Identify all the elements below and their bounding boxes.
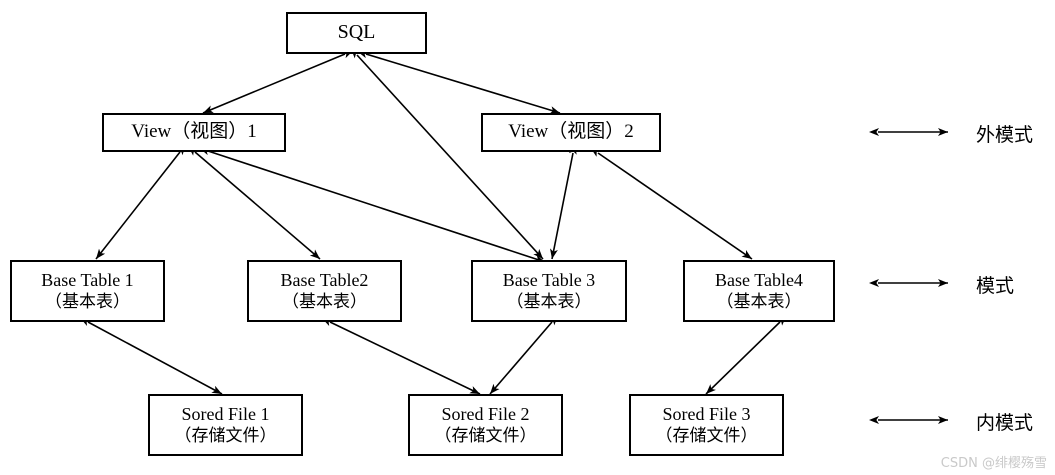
node-base-table-2[interactable]: Base Table2 （基本表） (247, 260, 402, 322)
node-base-table-4-subtitle: （基本表） (716, 291, 802, 312)
node-base-table-1-name: Base Table 1 (41, 270, 134, 291)
node-sored-file-2[interactable]: Sored File 2 （存储文件） (408, 394, 563, 456)
node-sored-file-3[interactable]: Sored File 3 （存储文件） (629, 394, 784, 456)
node-sored-file-1-subtitle: （存储文件） (174, 425, 277, 446)
edge-view2-base4 (590, 147, 753, 260)
node-sored-file-1-name: Sored File 1 (181, 404, 270, 425)
node-sql[interactable]: SQL (286, 12, 427, 54)
node-sored-file-3-subtitle: （存储文件） (655, 425, 758, 446)
node-base-table-1-subtitle: （基本表） (45, 291, 130, 312)
node-view-2-label: View（视图）2 (508, 121, 634, 143)
edge-base2-file2 (321, 318, 481, 395)
node-base-table-3-name: Base Table 3 (502, 270, 596, 291)
node-base-table-2-name: Base Table2 (280, 270, 369, 291)
edge-sql-base3 (350, 48, 544, 260)
node-base-table-3-subtitle: （基本表） (506, 291, 592, 312)
node-sored-file-1[interactable]: Sored File 1 （存储文件） (148, 394, 303, 456)
node-base-table-4[interactable]: Base Table4 （基本表） (683, 260, 835, 322)
node-sored-file-2-subtitle: （存储文件） (434, 425, 537, 446)
edge-view1-base1 (95, 144, 186, 260)
edge-sql-view2 (357, 50, 561, 114)
node-base-table-3[interactable]: Base Table 3 （基本表） (471, 260, 627, 322)
node-view-2[interactable]: View（视图）2 (481, 113, 661, 152)
node-sql-label: SQL (337, 21, 376, 44)
node-base-table-4-name: Base Table4 (715, 270, 803, 291)
schema-label-external: 外模式 (976, 124, 1034, 146)
node-base-table-1[interactable]: Base Table 1 （基本表） (10, 260, 165, 322)
schema-label-internal: 内模式 (976, 412, 1034, 434)
edge-sql-view1 (202, 50, 354, 114)
edge-view2-base3 (550, 144, 577, 260)
node-sored-file-2-name: Sored File 2 (441, 404, 530, 425)
schema-label-conceptual: 模式 (976, 275, 1015, 297)
edge-view1-base3 (199, 147, 546, 263)
node-base-table-2-subtitle: （基本表） (282, 291, 367, 312)
node-sored-file-3-name: Sored File 3 (662, 404, 751, 425)
node-view-1-label: View（视图）1 (131, 121, 257, 143)
edge-base1-file1 (80, 317, 223, 395)
node-view-1[interactable]: View（视图）1 (102, 113, 286, 152)
edge-base3-file2 (489, 315, 558, 395)
watermark: CSDN @绯樱殇雪 (940, 456, 1047, 471)
edge-base4-file3 (705, 315, 787, 395)
